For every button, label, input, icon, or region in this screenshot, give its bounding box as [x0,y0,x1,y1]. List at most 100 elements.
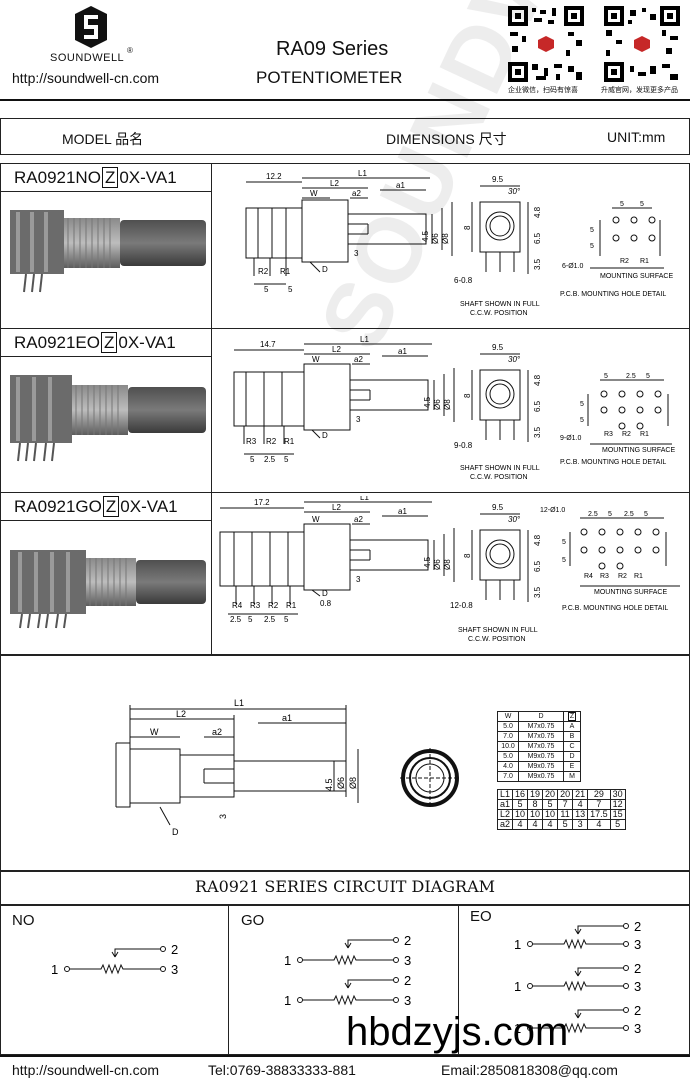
dim-a1: a1 [398,507,407,516]
dim-a2: a2 [354,515,363,524]
pin-1: 1 [284,993,291,1008]
pin-label: R3 [246,437,257,446]
dim-d: D [322,589,328,598]
dim-l2: L2 [330,179,339,188]
dim-phi: Ø8 [443,399,452,410]
side-view-drawing: 17.2 L1 L2 W a2 a1 D 3 0.8 R4 R3 R2 R1 2… [219,496,455,624]
dim-d: D [322,431,328,440]
pcb-pin-label: R2 [622,431,631,438]
shaft-d: D [172,827,179,837]
dim-l1: L1 [360,496,369,502]
shaft-note: C.C.W. POSITION [468,636,526,643]
shaft-note: C.C.W. POSITION [470,474,528,481]
mounting-surface: MOUNTING SURFACE [600,273,673,280]
mounting-surface: MOUNTING SURFACE [602,447,675,454]
dim-pitch: 5 [288,285,293,294]
table-cell: 4.0 [497,761,519,772]
table-cell: 12 [609,799,626,810]
footer-email[interactable]: Email:2850818308@qq.com [441,1062,618,1078]
pin-note: 9-0.8 [454,441,473,450]
footer-url[interactable]: http://soundwell-cn.com [12,1062,160,1078]
pcb-dim: 5 [646,373,650,380]
pcb-detail: P.C.B. MOUNTING HOLE DETAIL [560,459,666,466]
model-boxed-letter: Z [101,167,119,188]
dim-angle: 30° [508,187,521,196]
dim-overall: 17.2 [254,498,270,507]
dim-height: 8 [463,393,472,398]
model-prefix: RA0921GO [14,497,102,516]
pin-2: 2 [171,942,178,957]
table-cell: M7x0.75 [518,741,564,752]
dim-l2: L2 [332,503,341,512]
potentiometer-symbol-icon: 1 2 3 [514,919,641,952]
pcb-dim: 2.5 [624,511,634,518]
shaft-three: 3 [218,814,228,819]
table-cell: 29 [587,789,611,800]
potentiometer-symbol-icon: 1 2 3 [284,933,411,968]
dim-pitch: 5 [284,615,289,624]
pin-label: R1 [286,601,297,610]
table-cell: 15 [609,809,626,820]
model-boxed-letter: Z [102,496,120,517]
dim-phi: Ø6 [433,559,442,570]
pin-1: 1 [514,937,521,952]
table-cell: 5 [542,799,559,810]
pin-3: 3 [171,962,178,977]
front-view-drawing: 9.5 30° 8 4.8 6.5 3.5 9-0.8 SHAFT SHOWN … [454,343,542,481]
dim-pitch: 2.5 [230,615,242,624]
model-boxed-letter: Z [101,332,118,353]
dim-overall: 14.7 [260,340,276,349]
table-cell: 20 [542,789,559,800]
dim-phi: 4.5 [421,230,430,242]
pin-3: 3 [634,1021,641,1036]
pcb-pin-label: R3 [604,431,613,438]
pcb-dim: 5 [608,511,612,518]
circuit-label-eo: EO [470,908,492,925]
table-cell: 7.0 [497,731,519,742]
dim-phi: Ø8 [441,233,450,244]
table-cell: 4 [512,819,529,830]
dim-w: W [312,355,320,364]
qr2-caption: 升威官网，发现更多产品 [601,87,678,94]
shaft-w: W [150,727,159,737]
dim-h2: 6.5 [533,560,542,572]
dim-angle: 30° [508,515,521,524]
dim-phi: Ø6 [431,233,440,244]
table-cell: 16 [512,789,529,800]
pin-label: R3 [250,601,261,610]
dim-pitch: 5 [248,615,253,624]
pcb-dim: 5 [590,243,594,250]
shaft-l1: L1 [234,698,244,708]
dim-pitch: 2.5 [264,615,276,624]
header-url[interactable]: http://soundwell-cn.com [12,70,160,86]
table-cell: C [563,741,581,752]
table-cell: 10.0 [497,741,519,752]
soundwell-logo-icon [75,6,107,48]
model-prefix: RA0921EO [14,333,100,352]
shaft-phi: 4.5 [324,778,334,791]
hole-note: 12-Ø1.0 [540,507,565,514]
dim-overall: 12.2 [266,172,282,181]
column-divider [228,905,229,1055]
dim-pitch: 5 [250,455,255,464]
dim-three: 3 [354,249,359,258]
hole-note: 9-Ø1.0 [560,435,582,442]
table-cell: a1 [496,799,514,810]
dim-l1: L1 [360,336,369,344]
pin-2: 2 [634,1003,641,1018]
model-suffix: 0X-VA1 [118,333,176,352]
pcb-pin-label: R2 [620,258,629,265]
table-cell: 13 [572,809,589,820]
shaft-detail-drawing: L1 L2 W a2 a1 D 3 4.5 Ø6 Ø8 [115,698,359,837]
series-title: RA09 Series [276,38,389,60]
table-cell: 5.0 [497,721,519,732]
pin-1: 1 [514,1021,521,1036]
hole-note: 6-Ø1.0 [562,263,584,270]
dim-w: W [310,189,318,198]
pin-label: R1 [280,267,291,276]
